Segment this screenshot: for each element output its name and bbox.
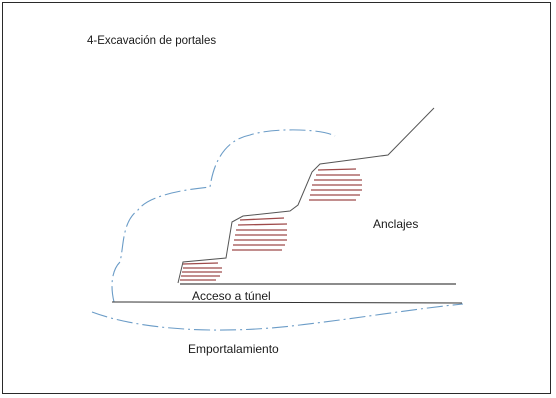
- anchor-group-3: [309, 168, 362, 201]
- tunnel-access-label: Acceso a túnel: [192, 289, 271, 303]
- diagram-title: 4-Excavación de portales: [87, 35, 217, 47]
- original-terrain-outline: [111, 129, 336, 303]
- diagram-frame: [2, 2, 551, 394]
- anchor-group-1: [180, 262, 222, 281]
- portal-label: Emportalamiento: [188, 342, 279, 356]
- anchor-group-2: [232, 217, 288, 251]
- anchors-label: Anclajes: [373, 217, 419, 231]
- portal-base-line: [111, 301, 463, 304]
- portal-lower-outline: [91, 303, 464, 331]
- stepped-excavation-profile: [177, 107, 435, 284]
